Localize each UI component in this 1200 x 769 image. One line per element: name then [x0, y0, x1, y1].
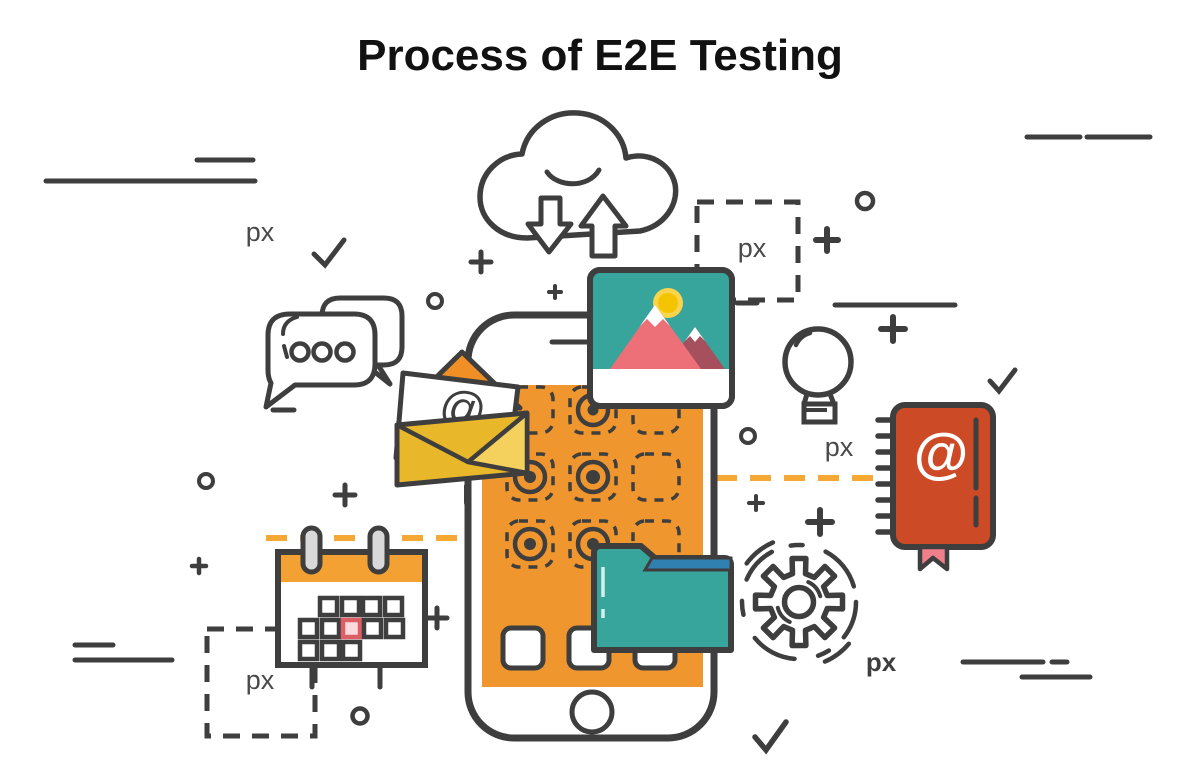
bookmark-ribbon: [917, 544, 950, 572]
address-book-icon: @: [875, 402, 996, 572]
px-label-frame-top-right: px: [738, 233, 767, 263]
lightbulb-icon: px: [782, 326, 854, 462]
plus-icons: [189, 226, 908, 631]
email-envelope-icon: @: [393, 349, 530, 505]
px-label-frame-bottom-left: px: [246, 665, 275, 695]
speed-lines-bottom-left: [72, 642, 175, 663]
upload-arrow-icon: [578, 193, 629, 259]
dashed-frame-bottom-left: px: [204, 626, 318, 739]
cloud-sync-icon: [477, 110, 679, 259]
home-button: [569, 689, 615, 735]
px-label-top-left: px: [246, 217, 275, 247]
folder-blue-strip: [642, 556, 733, 572]
speed-lines-top-left: [43, 157, 258, 184]
mountain-pink: [610, 305, 701, 369]
gear-icon: [731, 534, 867, 670]
chat-bubbles-icon: [263, 295, 405, 413]
dot-circle-icons: [197, 190, 876, 726]
dashed-frame-top-right: px: [694, 199, 801, 303]
app-grid-target-dots: [512, 392, 611, 562]
folder-icon: [591, 543, 734, 653]
download-arrow-icon: [525, 195, 574, 255]
px-label-bottom-right: px: [866, 647, 897, 677]
calendar-day-cells: [297, 595, 406, 662]
checkmark-icon-top-left: [311, 237, 347, 269]
calendar-highlighted-day: [340, 617, 363, 640]
page-title: Process of E2E Testing: [357, 31, 843, 80]
photo-icon: [587, 267, 735, 440]
calendar-icon: [275, 525, 428, 690]
gear-orbit-dashes: [739, 542, 859, 662]
checkmark-icon-right: [987, 367, 1018, 395]
address-book-at-symbol: @: [914, 421, 969, 484]
px-label-lightbulb: px: [825, 432, 854, 462]
binder-ring: [367, 525, 390, 575]
checkmark-icon-bottom: [752, 719, 789, 755]
speed-lines-bottom-right: [960, 659, 1093, 680]
binder-ring: [300, 525, 323, 575]
